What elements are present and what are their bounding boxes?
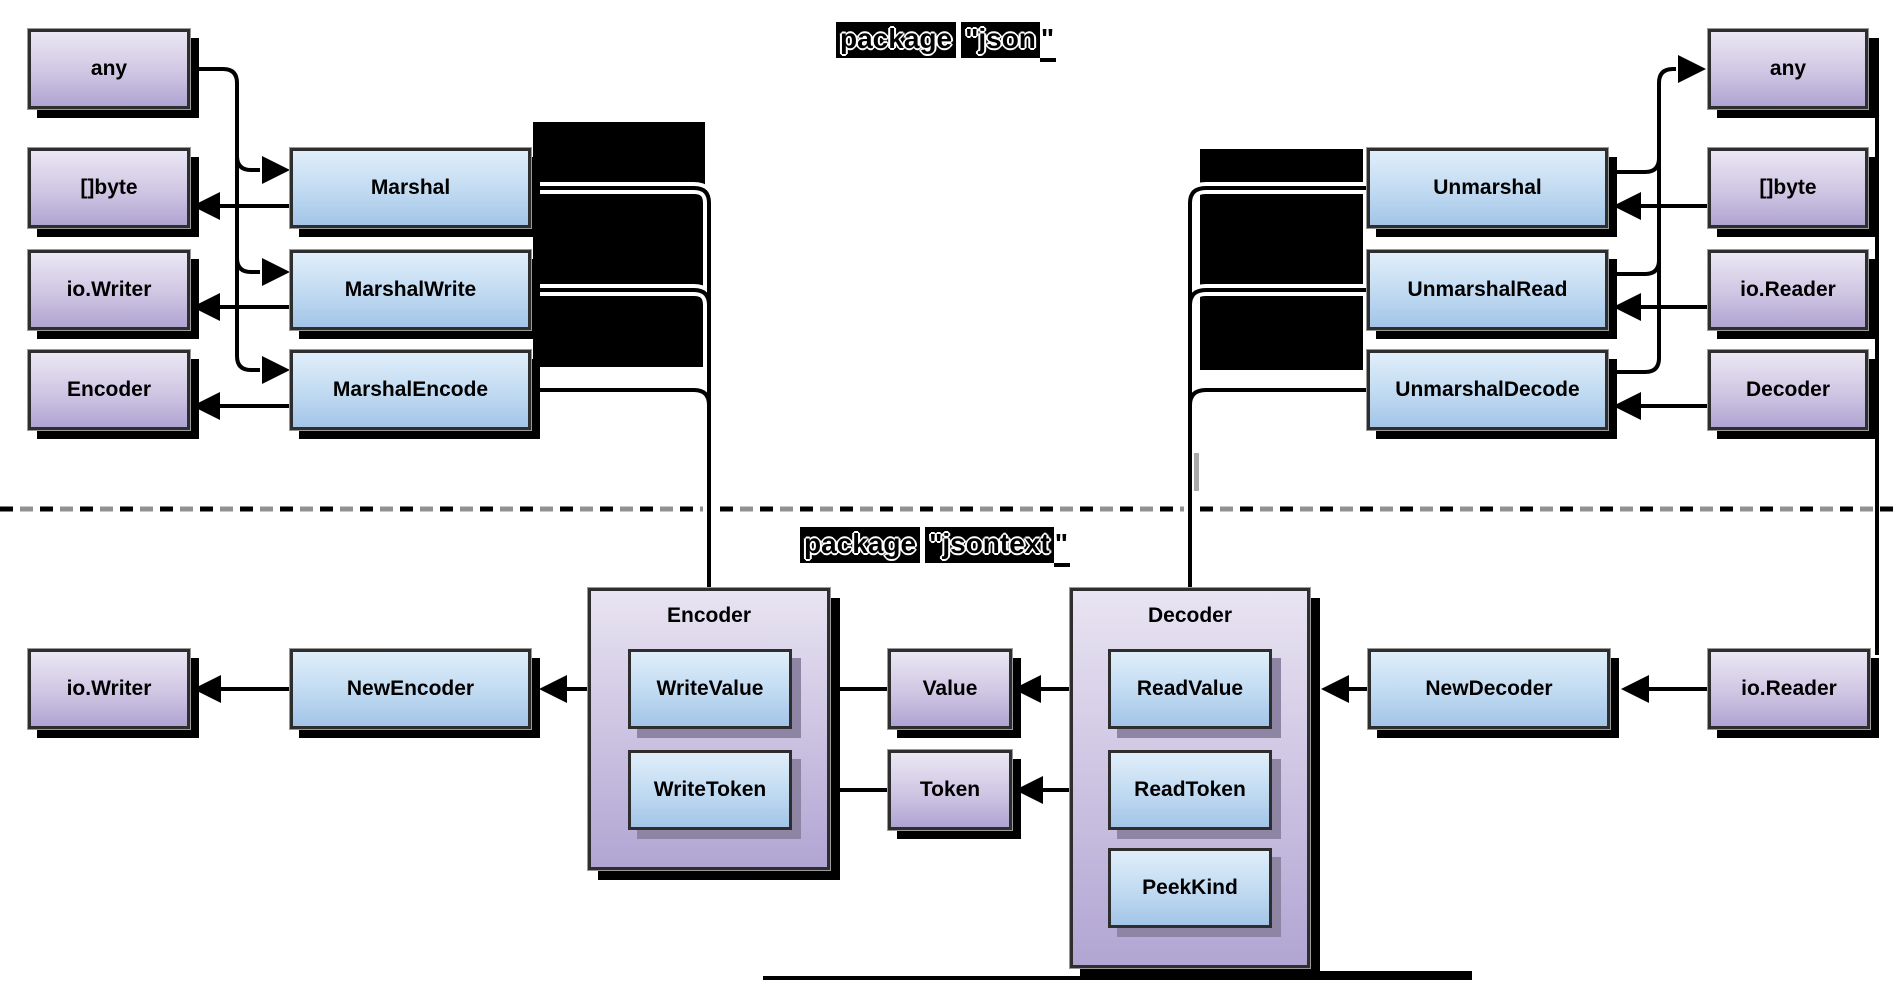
- unmarshal-input-arrowheads: [1613, 192, 1641, 420]
- title-quote: ": [1039, 22, 1057, 62]
- gray-line-fragment: [1194, 453, 1199, 491]
- type-bytes-left: []byte: [27, 147, 191, 229]
- method-readtoken: ReadToken: [1108, 750, 1272, 830]
- jsontext-lines: [220, 687, 1708, 792]
- type-any-right: any: [1707, 28, 1869, 110]
- type-ioreader-right: io.Reader: [1707, 249, 1869, 331]
- type-token: Token: [887, 749, 1013, 831]
- marshal-output-arrowheads: [192, 192, 220, 420]
- glitch-black-region-left: [533, 122, 705, 367]
- title-word: package: [836, 22, 957, 62]
- func-marshalwrite: MarshalWrite: [289, 249, 532, 331]
- any-to-marshal-arrowheads: [262, 156, 290, 384]
- cross-package-connectors: [531, 186, 1367, 588]
- method-peekkind: PeekKind: [1108, 848, 1272, 928]
- func-unmarshalread: UnmarshalRead: [1366, 249, 1609, 331]
- func-newdecoder: NewDecoder: [1367, 648, 1611, 730]
- func-marshalencode: MarshalEncode: [289, 349, 532, 431]
- title-quote: ": [1053, 527, 1070, 567]
- func-unmarshal: Unmarshal: [1366, 147, 1609, 229]
- type-iowriter-bottom: io.Writer: [27, 648, 191, 730]
- unmarshal-input-lines: [1639, 204, 1708, 408]
- package-json-title: package "json ": [836, 22, 1057, 62]
- title-name: "jsontext: [925, 527, 1054, 567]
- unmarshal-to-any-arrowhead: [1678, 55, 1706, 83]
- type-encoder-left: Encoder: [27, 349, 191, 431]
- encoder-container-title: Encoder: [666, 604, 752, 627]
- func-newencoder: NewEncoder: [289, 648, 532, 730]
- method-writevalue: WriteValue: [628, 649, 792, 729]
- type-any-left: any: [27, 28, 191, 110]
- type-bytes-right: []byte: [1707, 147, 1869, 229]
- func-marshal: Marshal: [289, 147, 532, 229]
- func-unmarshaldecode: UnmarshalDecode: [1366, 349, 1609, 431]
- type-ioreader-bottom: io.Reader: [1707, 648, 1871, 730]
- type-iowriter-left: io.Writer: [27, 249, 191, 331]
- method-writetoken: WriteToken: [628, 750, 792, 830]
- marshal-output-lines: [218, 204, 290, 408]
- bottom-line-thick: [1080, 971, 1472, 980]
- type-decoder-right: Decoder: [1707, 349, 1869, 431]
- title-word: package: [800, 527, 921, 567]
- package-jsontext-title: package "jsontext ": [800, 527, 1070, 567]
- type-value: Value: [887, 648, 1013, 730]
- unmarshal-to-any-lines: [1608, 67, 1676, 374]
- title-name: "json: [961, 22, 1040, 62]
- method-readvalue: ReadValue: [1108, 649, 1272, 729]
- decoder-container-title: Decoder: [1147, 604, 1233, 627]
- bottom-line-thin: [763, 976, 1080, 980]
- any-to-marshal-lines: [190, 67, 260, 372]
